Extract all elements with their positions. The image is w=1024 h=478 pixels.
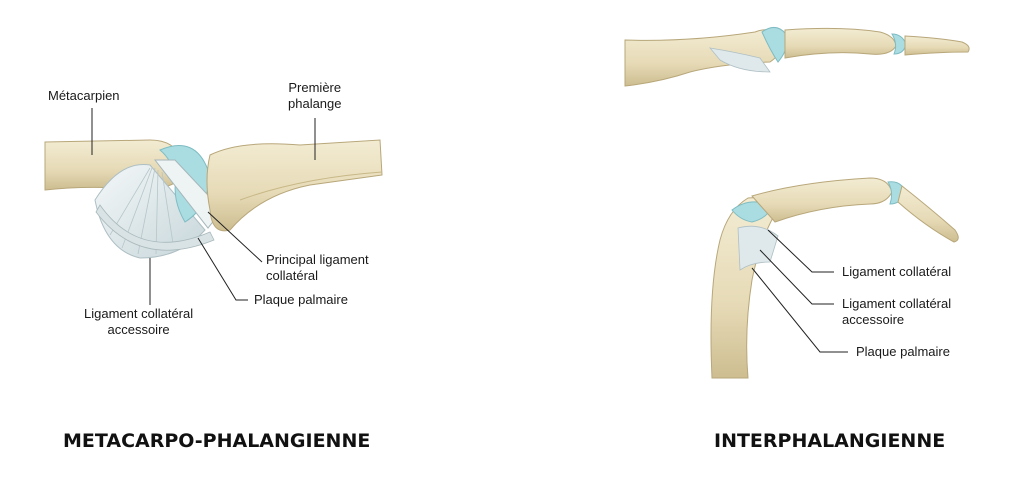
label-metacarpal: Métacarpien bbox=[48, 88, 120, 103]
ip-flexed-proximal-bone bbox=[710, 197, 776, 379]
label-palmar-plate-right: Plaque palmaire bbox=[856, 344, 950, 359]
proximal-phalanx-bone bbox=[206, 139, 383, 232]
ip-flexed-distal-bone bbox=[897, 185, 959, 243]
mcp-leader-lines bbox=[91, 108, 316, 305]
ip-flexed-accessory-ligament bbox=[737, 225, 779, 271]
label-main-collateral-ligament: Principal ligament collatéral bbox=[266, 252, 369, 283]
label-palmar-plate-left: Plaque palmaire bbox=[254, 292, 348, 307]
label-accessory-ligament-left: Ligament collatéral accessoire bbox=[84, 306, 194, 337]
ip-extended-distal-bone bbox=[904, 35, 970, 56]
caption-mcp: METACARPO-PHALANGIENNE bbox=[63, 430, 371, 452]
label-first-phalanx: Première phalange bbox=[288, 80, 342, 111]
palmar-plate bbox=[95, 204, 215, 251]
mcp-joint-illustration bbox=[44, 139, 383, 259]
ip-leader-lines bbox=[751, 229, 848, 353]
label-accessory-ligament-right: Ligament collatéral accessoire bbox=[842, 296, 952, 327]
caption-ip: INTERPHALANGIENNE bbox=[714, 430, 946, 452]
label-collateral-ligament-right: Ligament collatéral bbox=[842, 264, 952, 279]
ip-extended-finger bbox=[624, 27, 970, 87]
ip-flexed-middle-bone bbox=[751, 177, 893, 223]
ip-extended-cartilage-2 bbox=[891, 33, 907, 55]
ip-flexed-finger bbox=[710, 177, 959, 379]
ip-extended-middle-bone bbox=[784, 27, 897, 59]
ip-extended-accessory-ligament bbox=[709, 47, 771, 73]
